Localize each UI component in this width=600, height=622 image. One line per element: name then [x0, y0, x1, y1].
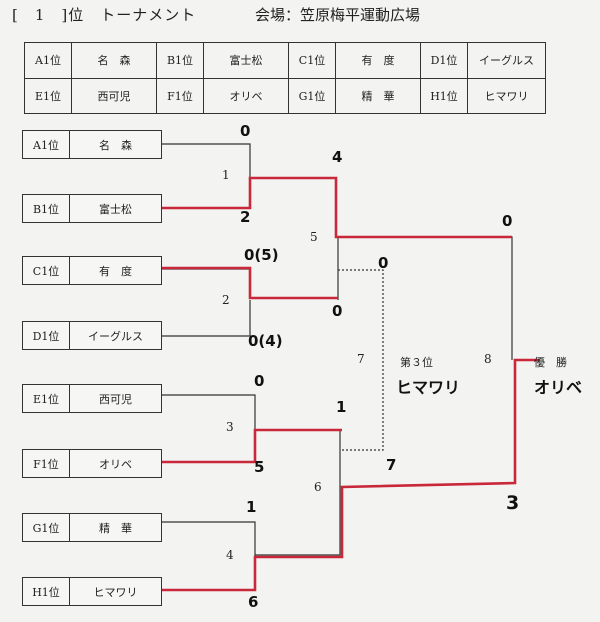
match-number: 8 — [484, 352, 492, 366]
score: 7 — [386, 456, 397, 474]
score: 0 — [502, 212, 513, 230]
seed-pos: D1位 — [420, 42, 468, 79]
seed-team: ヒマワリ — [467, 77, 546, 114]
bracket-entry: E1位 西可児 — [22, 384, 162, 413]
seed-team: 有 度 — [335, 42, 421, 79]
entry-team: 精 華 — [99, 521, 132, 535]
entry-team: 富士松 — [99, 202, 132, 216]
score: 0 — [240, 122, 251, 140]
score: 3 — [506, 492, 520, 514]
bracket-entry: G1位 精 華 — [22, 513, 162, 542]
bracket-entry: C1位 有 度 — [22, 256, 162, 285]
page-title: [ 1 ]位 トーナメント — [12, 6, 197, 24]
entry-team: 西可児 — [99, 392, 132, 406]
score: 0 — [332, 302, 343, 320]
score: 6 — [248, 593, 259, 611]
champion-winner: オリベ — [534, 378, 583, 397]
score: 0(4) — [248, 332, 283, 350]
entry-pos: H1位 — [23, 578, 70, 605]
seeding-table: A1位 名 森 B1位 富士松 C1位 有 度 D1位 イーグルス E1位 西可… — [24, 42, 546, 114]
score: 0 — [254, 372, 265, 390]
entry-pos: C1位 — [23, 257, 70, 284]
score: 1 — [246, 498, 257, 516]
match-number: 7 — [357, 352, 365, 366]
score: 4 — [332, 148, 343, 166]
seed-pos: G1位 — [288, 77, 336, 114]
seed-pos: E1位 — [24, 77, 72, 114]
match-number: 6 — [314, 480, 322, 494]
entry-pos: G1位 — [23, 514, 70, 541]
score: 0 — [378, 254, 389, 272]
seed-team: オリベ — [203, 77, 289, 114]
bracket-entry: D1位 イーグルス — [22, 321, 162, 350]
seed-pos: A1位 — [24, 42, 72, 79]
entry-pos: E1位 — [23, 385, 70, 412]
entry-pos: F1位 — [23, 450, 70, 477]
score: 2 — [240, 208, 251, 226]
champion-label: 優 勝 — [534, 356, 567, 369]
match-number: 3 — [226, 420, 234, 434]
score: 5 — [254, 458, 265, 476]
score: 1 — [336, 398, 347, 416]
seed-pos: F1位 — [156, 77, 204, 114]
table-row: E1位 西可児 F1位 オリベ G1位 精 華 H1位 ヒマワリ — [24, 77, 546, 114]
match-number: 1 — [222, 168, 230, 182]
entry-team: 有 度 — [99, 264, 132, 278]
entry-team: ヒマワリ — [93, 585, 138, 599]
entry-pos: B1位 — [23, 195, 70, 222]
seed-team: イーグルス — [467, 42, 546, 79]
entry-team: オリベ — [99, 457, 132, 471]
bracket-entry: A1位 名 森 — [22, 130, 162, 159]
entry-team: イーグルス — [88, 329, 143, 343]
bracket-entry: F1位 オリベ — [22, 449, 162, 478]
score: 0(5) — [244, 246, 279, 264]
seed-pos: H1位 — [420, 77, 468, 114]
entry-team: 名 森 — [99, 138, 132, 152]
entry-pos: A1位 — [23, 131, 70, 158]
bracket-entry: H1位 ヒマワリ — [22, 577, 162, 606]
match-number: 4 — [226, 548, 234, 562]
entry-pos: D1位 — [23, 322, 70, 349]
match-number: 5 — [310, 230, 318, 244]
venue-label: 会場：笠原梅平運動広場 — [255, 6, 421, 24]
third-place-winner: ヒマワリ — [396, 378, 461, 397]
match-number: 2 — [222, 293, 230, 307]
third-place-label: 第３位 — [400, 356, 433, 369]
bracket-entry: B1位 富士松 — [22, 194, 162, 223]
